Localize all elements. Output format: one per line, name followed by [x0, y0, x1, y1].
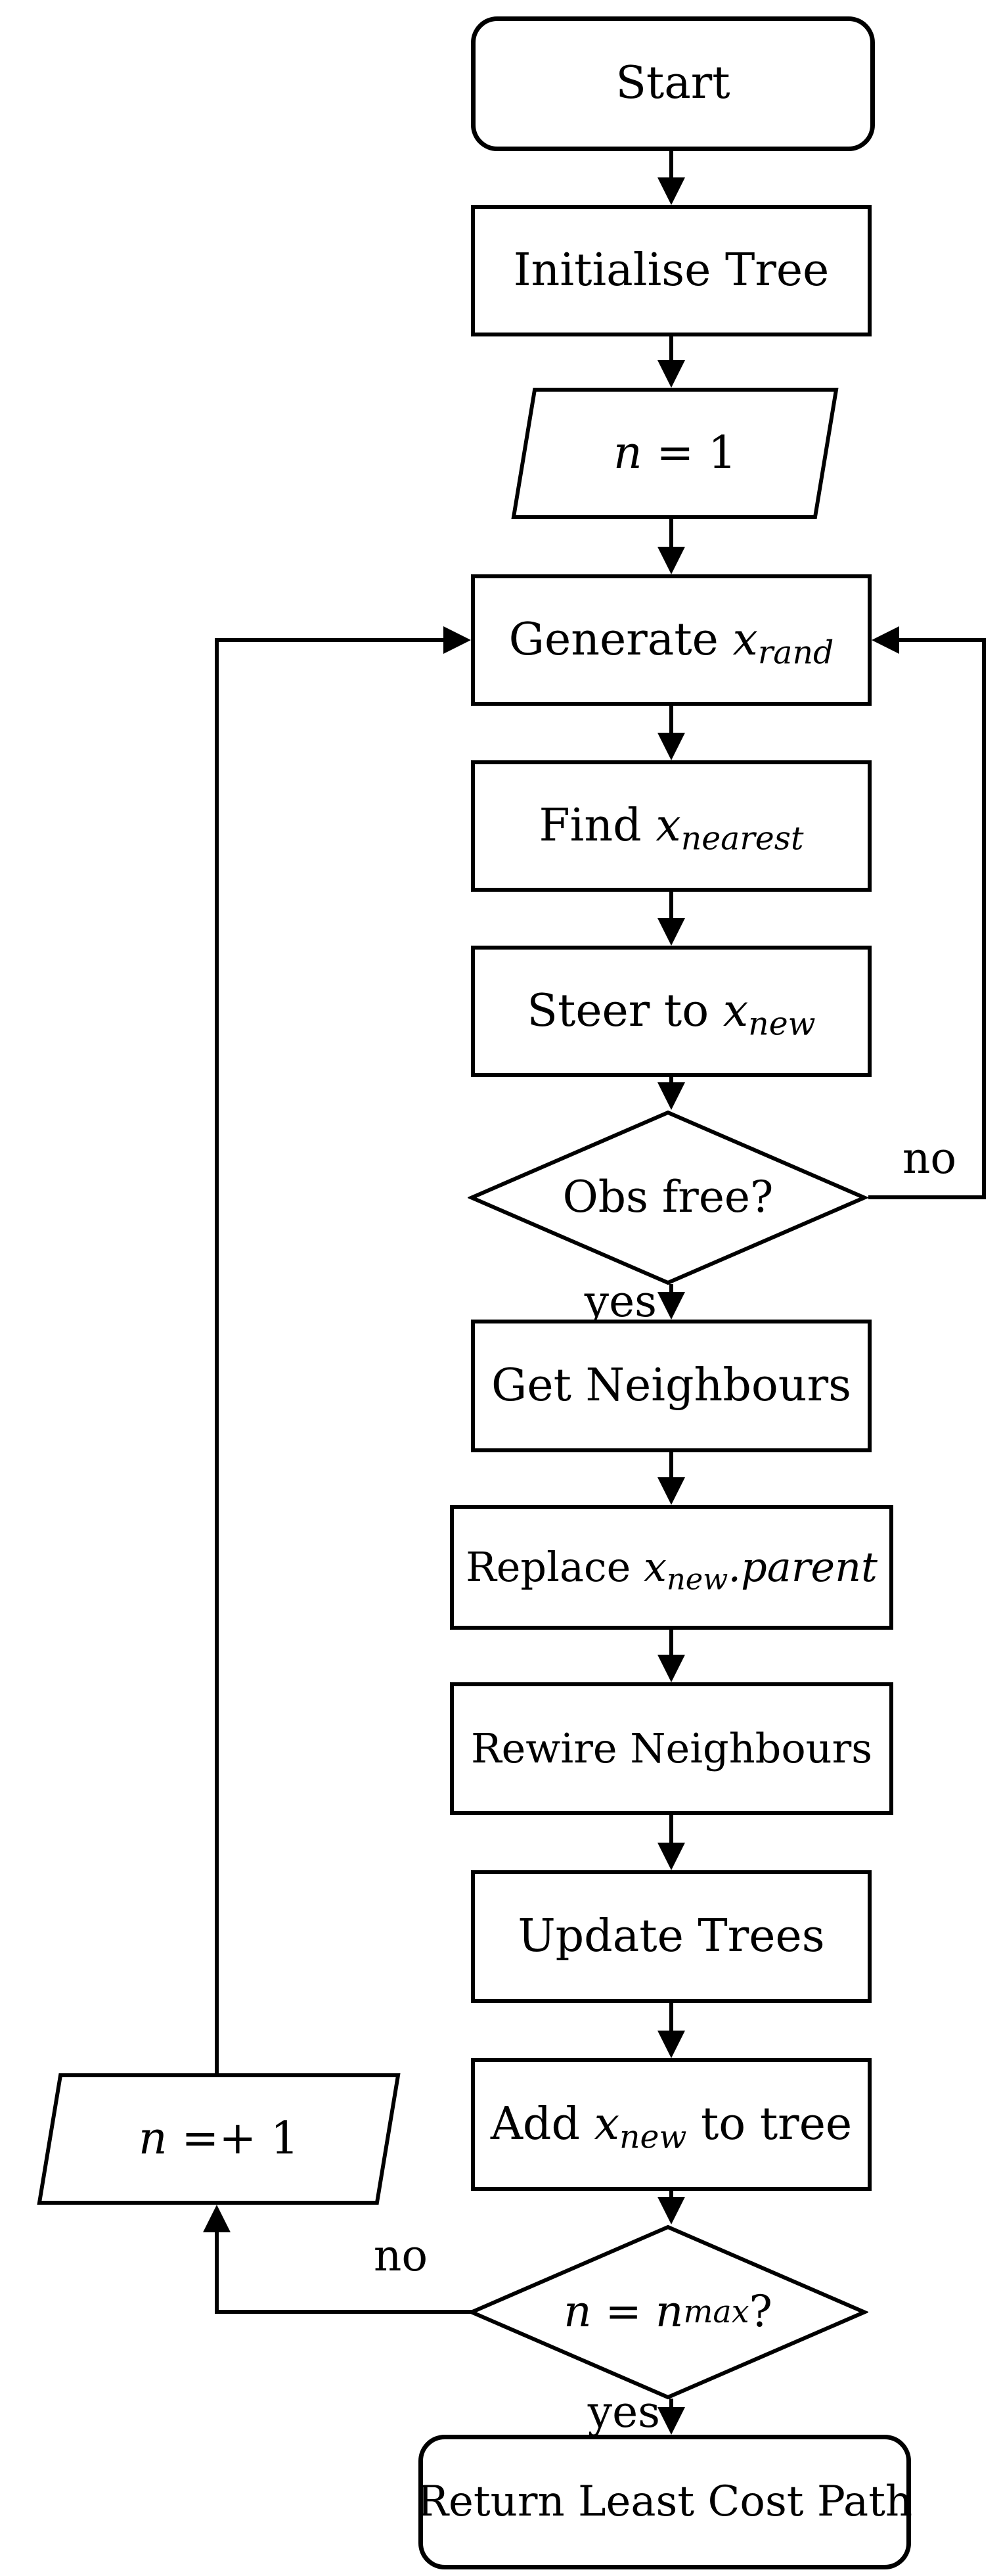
- add-prefix: Add: [490, 2098, 594, 2150]
- loop-nmax-no-vertical: [215, 2230, 219, 2314]
- loop-nmax-no-horizontal: [215, 2310, 472, 2314]
- loop-obs-no-head: [872, 626, 899, 654]
- add-suffix: to tree: [686, 2098, 853, 2150]
- node-find-xnearest: Find xnearest: [471, 760, 872, 892]
- arrow-nmax-to-return-head: [657, 2407, 685, 2435]
- arrow-get-to-replace-shaft: [669, 1451, 673, 1483]
- n-init-rest: = 1: [642, 426, 737, 479]
- edge-label-nmax-no: no: [373, 2230, 428, 2281]
- arrow-rewire-to-update-shaft: [669, 1814, 673, 1848]
- arrow-get-to-replace-head: [657, 1477, 685, 1505]
- node-steer-to-xnew: Steer to xnew: [471, 946, 872, 1077]
- steer-prefix: Steer to: [527, 984, 723, 1037]
- obs-free-diamond-polygon: [468, 1110, 868, 1285]
- node-return-least-cost-path: Return Least Cost Path: [416, 2435, 913, 2569]
- replace-subscript: new: [667, 1562, 728, 1597]
- nmax-rhs: n: [655, 2286, 684, 2337]
- find-subscript: nearest: [680, 819, 804, 858]
- arrow-steer-to-obsfree-head: [657, 1082, 685, 1110]
- node-generate-xrand: Generate xrand: [471, 574, 872, 706]
- loop-obs-no-horizontal-bottom: [868, 1195, 986, 1199]
- loop-obs-no-vertical: [982, 638, 986, 1199]
- replace-prefix: Replace: [466, 1542, 644, 1591]
- steer-subscript: new: [748, 1005, 816, 1043]
- node-start-label: Start: [615, 57, 730, 110]
- loop-increment-head: [443, 626, 471, 654]
- nmax-eq: =: [591, 2286, 656, 2337]
- node-obs-free-decision: Obs free?: [468, 1110, 868, 1285]
- nmax-diamond-polygon: [468, 2224, 868, 2400]
- arrow-initialise-to-ninit-shaft: [669, 335, 673, 365]
- generate-subscript: rand: [757, 633, 834, 672]
- arrow-replace-to-rewire-head: [657, 1655, 685, 1682]
- node-steer-to-xnew-label: Steer to xnew: [527, 984, 815, 1040]
- loop-increment-horizontal: [215, 638, 446, 642]
- node-replace-parent: Replace xnew.parent: [450, 1505, 893, 1630]
- node-initialise-tree-label: Initialise Tree: [513, 244, 830, 296]
- arrow-steer-to-obsfree-shaft: [669, 1076, 673, 1088]
- find-var: x: [656, 799, 681, 852]
- node-n-increment-label: n =+ 1: [138, 2112, 300, 2165]
- arrow-generate-to-find-shaft: [669, 704, 673, 738]
- generate-var: x: [732, 613, 758, 666]
- n-increment-rest: =+ 1: [167, 2112, 300, 2165]
- add-var: x: [594, 2098, 619, 2150]
- node-n-increment: n =+ 1: [37, 2073, 401, 2205]
- nmax-question: ?: [749, 2286, 772, 2337]
- arrow-initialise-to-ninit-head: [657, 360, 685, 388]
- arrow-replace-to-rewire-shaft: [669, 1628, 673, 1660]
- nmax-diamond-shape: [468, 2224, 868, 2400]
- arrow-ninit-to-generate-head: [657, 547, 685, 574]
- node-add-xnew-to-tree-label: Add xnew to tree: [490, 2098, 853, 2153]
- arrow-start-to-initialise-head: [657, 177, 685, 205]
- edge-label-nmax-yes: yes: [587, 2387, 660, 2437]
- arrow-rewire-to-update-head: [657, 1843, 685, 1870]
- node-update-trees: Update Trees: [471, 1870, 872, 2003]
- arrow-start-to-initialise-shaft: [669, 150, 673, 181]
- find-prefix: Find: [539, 799, 656, 852]
- add-subscript: new: [619, 2118, 687, 2156]
- nmax-lhs: n: [564, 2286, 592, 2337]
- arrow-add-to-nmax-head: [657, 2197, 685, 2224]
- loop-increment-vertical: [215, 638, 219, 2073]
- node-n-equals-1: n = 1: [511, 388, 839, 519]
- node-initialise-tree: Initialise Tree: [471, 205, 872, 336]
- node-n-equals-1-label: n = 1: [613, 426, 737, 479]
- arrow-update-to-add-shaft: [669, 2002, 673, 2036]
- node-rewire-neighbours: Rewire Neighbours: [450, 1682, 893, 1815]
- node-obs-free-label: Obs free?: [562, 1172, 774, 1223]
- edge-label-obs-no: no: [902, 1133, 957, 1184]
- replace-var: x: [644, 1542, 667, 1591]
- node-replace-parent-label: Replace xnew.parent: [466, 1542, 878, 1594]
- node-generate-xrand-label: Generate xrand: [508, 613, 834, 669]
- arrow-nmax-to-return-shaft: [669, 2399, 673, 2409]
- loop-obs-no-horizontal-top: [899, 638, 986, 642]
- loop-nmax-no-head: [203, 2205, 231, 2232]
- replace-suffix: .parent: [728, 1542, 878, 1591]
- arrow-find-to-steer-head: [657, 918, 685, 946]
- node-return-least-cost-path-label: Return Least Cost Path: [416, 2477, 913, 2527]
- edge-label-obs-yes: yes: [584, 1276, 657, 1327]
- obs-free-diamond-shape: [468, 1110, 868, 1285]
- arrow-obsfree-to-get-shaft: [669, 1284, 673, 1297]
- node-add-xnew-to-tree: Add xnew to tree: [471, 2058, 872, 2191]
- arrow-generate-to-find-head: [657, 733, 685, 760]
- node-rewire-neighbours-label: Rewire Neighbours: [470, 1724, 873, 1772]
- node-get-neighbours-label: Get Neighbours: [491, 1359, 851, 1412]
- arrow-update-to-add-head: [657, 2031, 685, 2058]
- arrow-ninit-to-generate-shaft: [669, 518, 673, 552]
- node-start: Start: [471, 16, 875, 151]
- generate-prefix: Generate: [508, 613, 733, 666]
- node-update-trees-label: Update Trees: [518, 1910, 825, 1962]
- node-get-neighbours: Get Neighbours: [471, 1320, 872, 1452]
- arrow-add-to-nmax-shaft: [669, 2190, 673, 2199]
- n-init-var: n: [613, 426, 642, 479]
- arrow-find-to-steer-shaft: [669, 890, 673, 923]
- node-find-xnearest-label: Find xnearest: [539, 799, 803, 855]
- n-increment-var: n: [138, 2112, 167, 2165]
- steer-var: x: [723, 984, 749, 1037]
- arrow-obsfree-to-get-head: [657, 1292, 685, 1320]
